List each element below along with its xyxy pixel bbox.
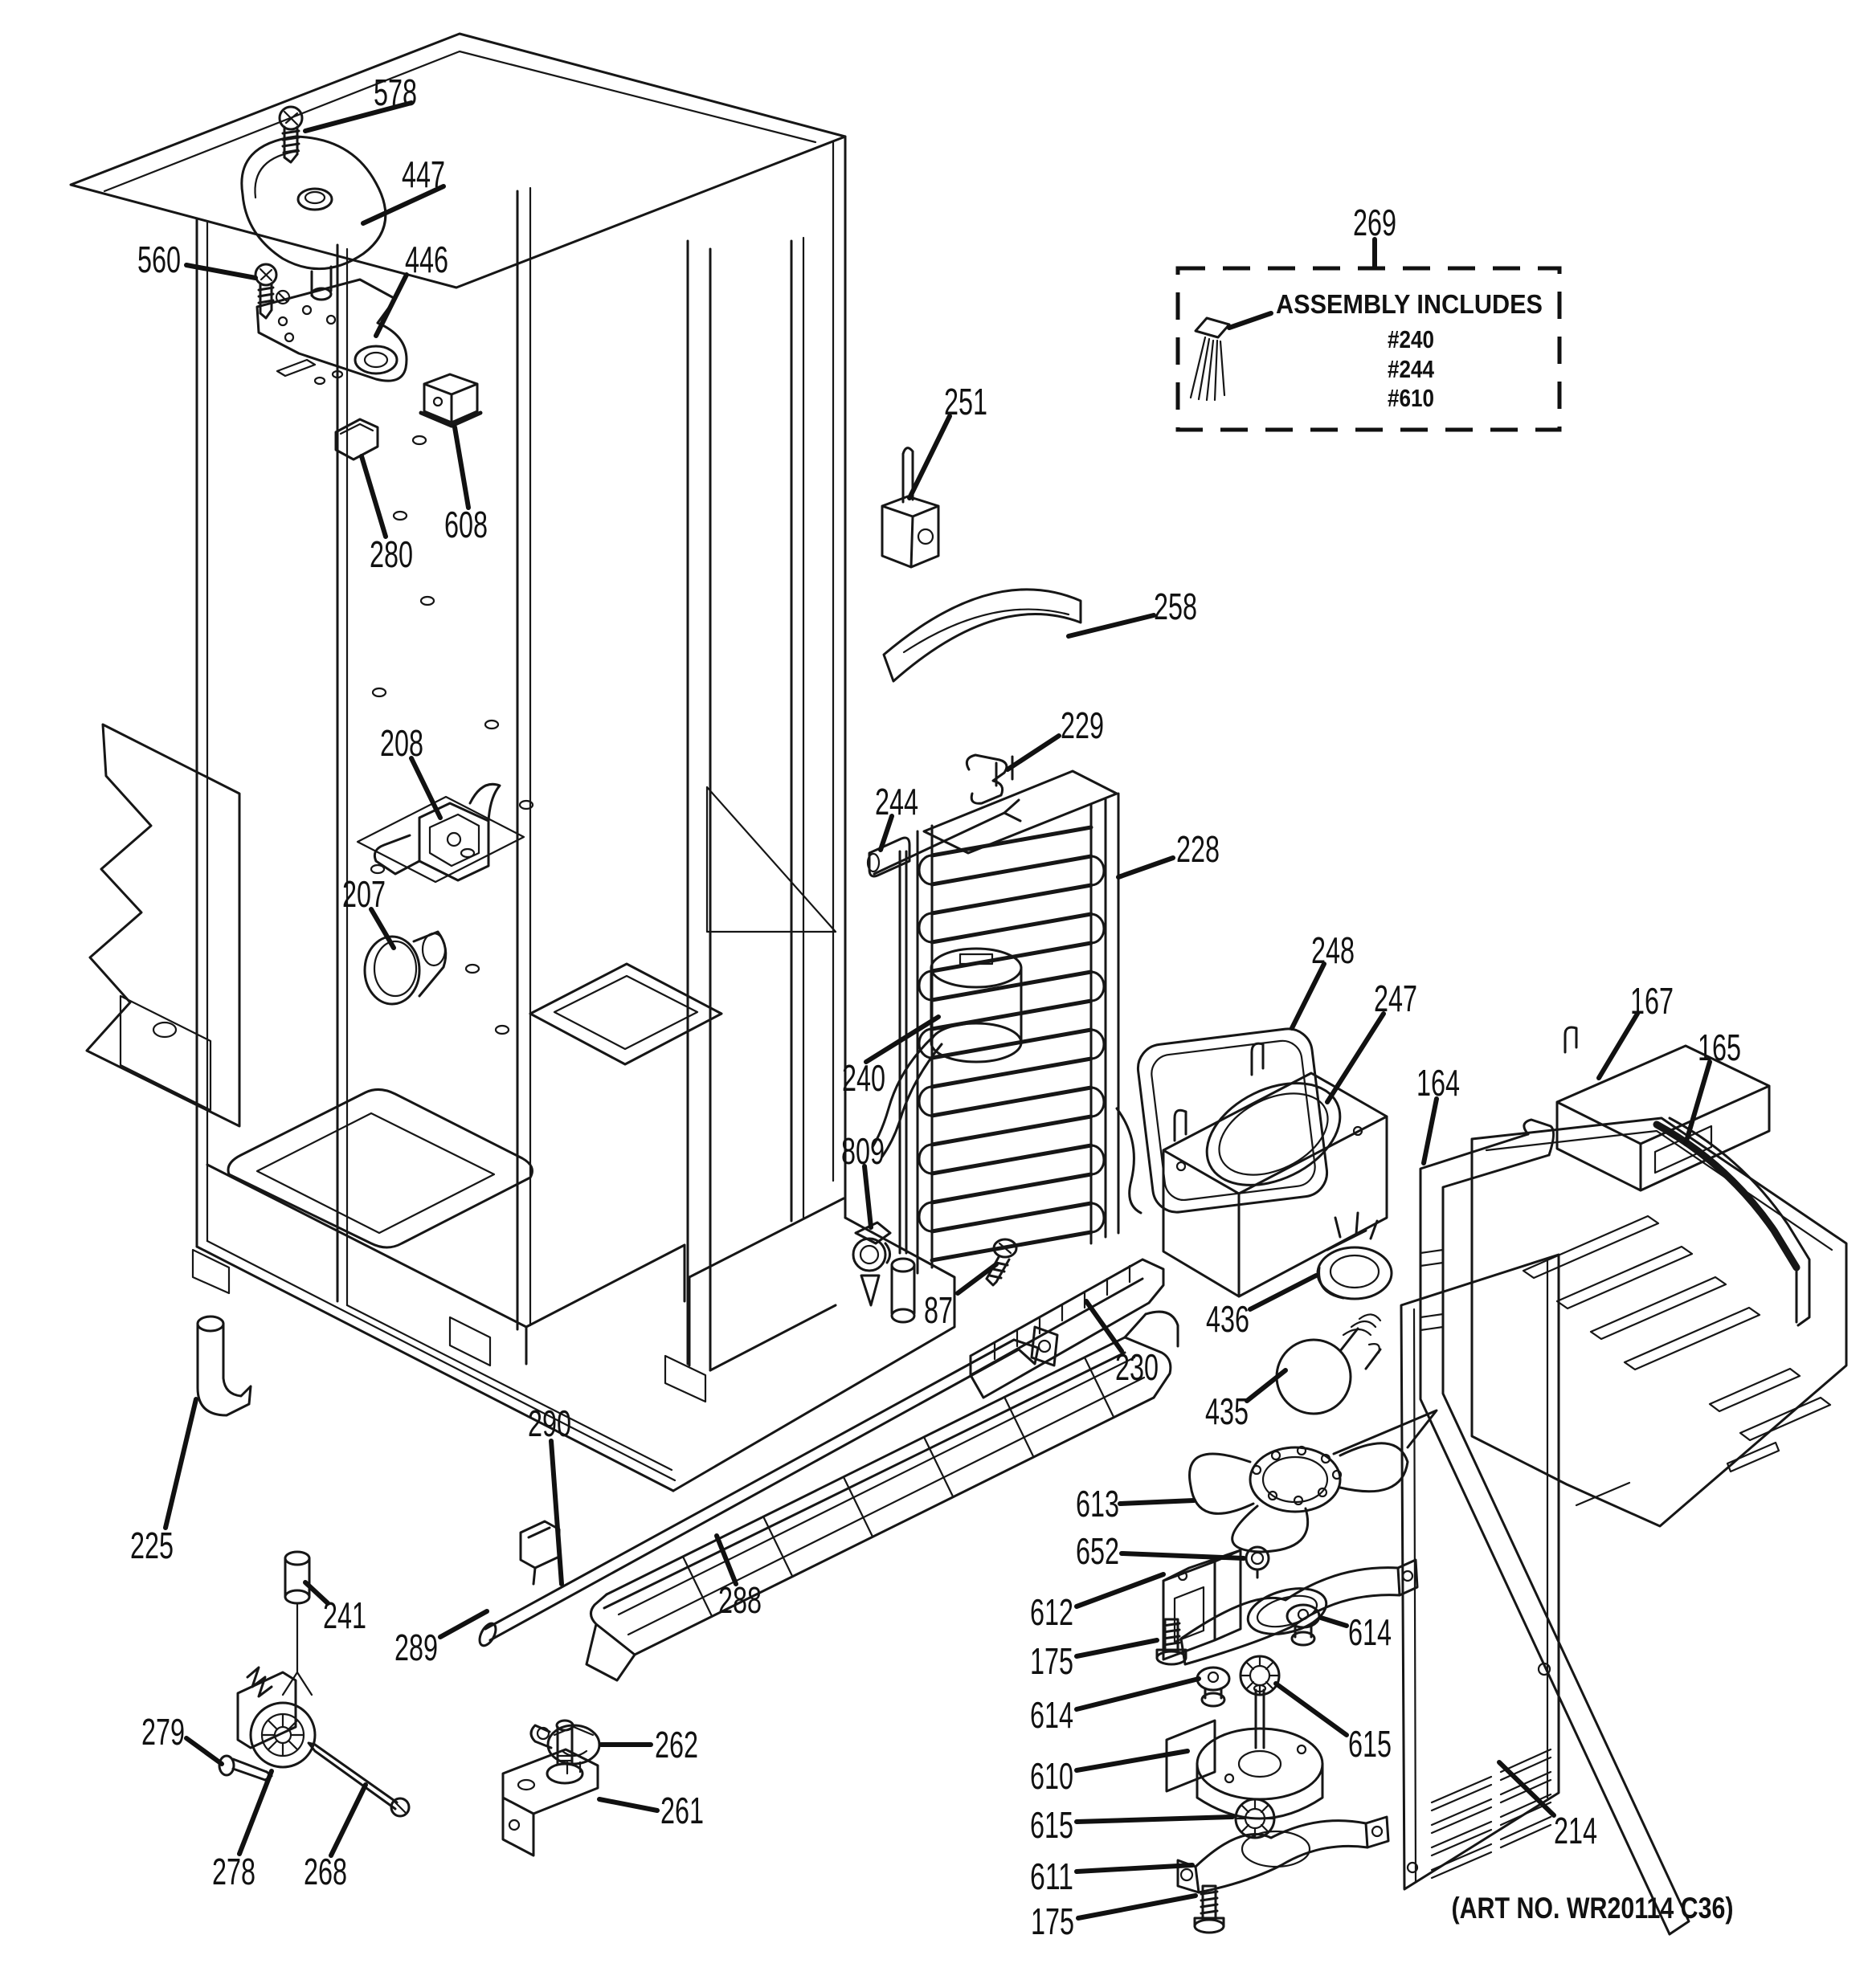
- assembly-note-box: [1175, 266, 1562, 432]
- pin-block-part-251: [881, 447, 940, 569]
- callout-290: 290: [528, 1402, 571, 1444]
- grommet-part-615-left: [1234, 1798, 1276, 1839]
- grommet-part-614-left: [1196, 1666, 1231, 1708]
- back-panel-part-214: [1400, 1253, 1560, 1891]
- callout-262: 262: [655, 1724, 698, 1766]
- callout-167: 167: [1630, 980, 1674, 1022]
- callout-175-upper: 175: [1030, 1640, 1073, 1682]
- callout-229: 229: [1061, 704, 1104, 746]
- callout-247: 247: [1374, 978, 1417, 1019]
- trim-part-164: [1419, 1118, 1690, 1936]
- callout-608: 608: [444, 504, 488, 545]
- sensor-part-809: [852, 1221, 892, 1307]
- bolt-part-175-lower: [1193, 1884, 1225, 1934]
- callout-278: 278: [212, 1851, 255, 1892]
- callout-175-lower: 175: [1031, 1900, 1074, 1942]
- wire-harness-icon: [1189, 311, 1273, 402]
- screw-part-578: [278, 105, 304, 164]
- callout-446: 446: [405, 239, 448, 280]
- callout-614-left: 614: [1030, 1694, 1073, 1736]
- callout-435: 435: [1205, 1390, 1249, 1432]
- evaporator-cover-panel: [1470, 1116, 1848, 1528]
- fan-shroud-part-247: [1162, 1042, 1388, 1298]
- callout-208: 208: [380, 722, 423, 764]
- callout-436: 436: [1206, 1298, 1249, 1340]
- clip-part-229: [965, 753, 1008, 805]
- callout-248: 248: [1311, 929, 1355, 971]
- callout-251: 251: [944, 381, 987, 423]
- callout-612: 612: [1030, 1591, 1073, 1633]
- callout-269: 269: [1353, 202, 1396, 243]
- grommet-part-615-right: [1239, 1655, 1281, 1696]
- heater-part-244: [866, 798, 1022, 878]
- sleeve-part-280: [334, 418, 379, 461]
- callout-280: 280: [370, 533, 413, 575]
- callout-279: 279: [141, 1711, 185, 1753]
- callout-578: 578: [374, 71, 417, 113]
- callout-809: 809: [841, 1130, 885, 1172]
- bracket-part-611: [1176, 1815, 1390, 1894]
- callout-87: 87: [924, 1289, 953, 1331]
- callout-214: 214: [1554, 1810, 1597, 1851]
- cabinet-shell: [69, 32, 956, 1492]
- callout-652: 652: [1076, 1530, 1119, 1572]
- callout-288: 288: [718, 1579, 762, 1621]
- assembly-note-item-240: #240: [1388, 325, 1434, 353]
- assembly-note-item-610: #610: [1388, 384, 1434, 412]
- callout-610: 610: [1030, 1755, 1073, 1797]
- callout-164: 164: [1416, 1062, 1460, 1104]
- callout-228: 228: [1176, 828, 1220, 870]
- left-cutaway-panel: [85, 723, 241, 1128]
- callout-615-left: 615: [1030, 1804, 1073, 1846]
- callout-165: 165: [1698, 1027, 1741, 1068]
- callout-560: 560: [137, 239, 181, 280]
- callout-261: 261: [660, 1790, 704, 1831]
- axle-part-268: [307, 1741, 411, 1818]
- hinge-bracket-part-261: [501, 1719, 599, 1857]
- callout-289: 289: [394, 1627, 438, 1668]
- assembly-note: 269 ASSEMBLY INCLUDES #240 #244 #610: [1175, 202, 1562, 432]
- callout-labels: 578 447 560 446 608 280 208 207 251 258 …: [130, 71, 1741, 1942]
- trim-part-165: [1653, 1116, 1811, 1327]
- lamp-socket-part-436: [1316, 1211, 1393, 1300]
- spacer-part-241: [281, 1550, 313, 1696]
- callout-230: 230: [1115, 1346, 1159, 1388]
- callout-207: 207: [342, 873, 386, 915]
- callout-240: 240: [842, 1057, 885, 1099]
- air-duct-part-258: [882, 588, 1082, 683]
- plug-part-207: [363, 930, 448, 1006]
- callout-611: 611: [1030, 1855, 1073, 1897]
- callout-613: 613: [1076, 1483, 1119, 1525]
- grille-part-288: [585, 1310, 1179, 1682]
- tube-part-290: [478, 1325, 1059, 1647]
- screw-part-560: [254, 263, 278, 320]
- cover-part-447: [240, 135, 387, 301]
- clip-part-289: [519, 1520, 561, 1586]
- duct-box-part-167: [1555, 1026, 1771, 1192]
- drain-tube-part-225: [196, 1315, 252, 1417]
- callout-225: 225: [130, 1525, 174, 1566]
- callout-447: 447: [402, 153, 445, 195]
- callout-244: 244: [875, 781, 918, 823]
- callout-268: 268: [304, 1851, 347, 1892]
- assembly-note-title: ASSEMBLY INCLUDES: [1276, 289, 1543, 319]
- bolt-part-175-upper: [1155, 1618, 1187, 1666]
- assembly-note-item-244: #244: [1388, 355, 1435, 383]
- latch-part-208: [373, 782, 501, 882]
- roller-part-278: [236, 1666, 317, 1769]
- art-number: (ART NO. WR20114 C36): [1452, 1892, 1734, 1925]
- callout-leader-lines: [163, 100, 1712, 1921]
- light-bulb-part-435: [1275, 1313, 1382, 1415]
- callout-615-right: 615: [1348, 1723, 1392, 1765]
- callout-258: 258: [1154, 586, 1197, 627]
- switch-part-608: [419, 373, 483, 428]
- motor-part-610: [1165, 1684, 1324, 1820]
- fan-blade-part-613: [1188, 1409, 1438, 1553]
- callout-241: 241: [323, 1594, 366, 1636]
- callout-614-right: 614: [1348, 1611, 1392, 1653]
- thermostat-part-240: [871, 947, 1023, 1158]
